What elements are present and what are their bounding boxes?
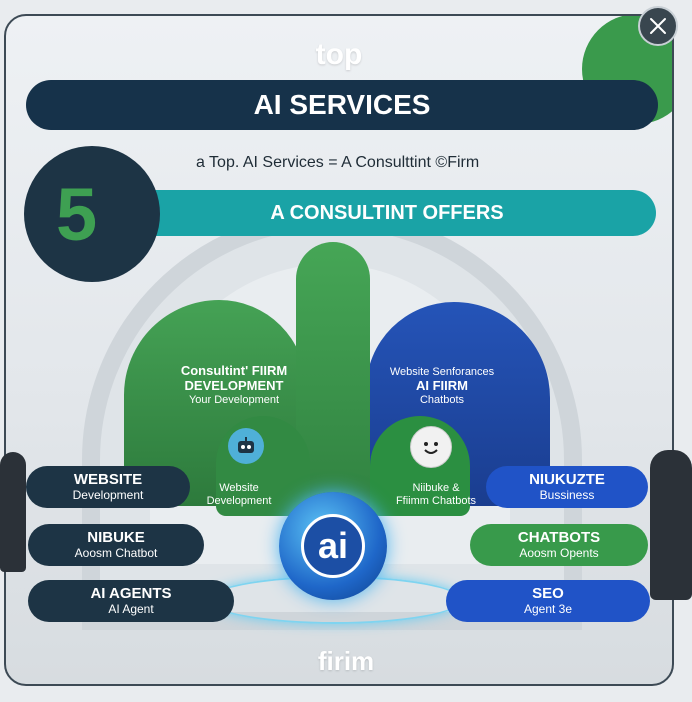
right-lobe-line3: Chatbots — [419, 393, 465, 406]
robot-icon — [228, 428, 264, 464]
pill-left-1: WEBSITE Development — [26, 466, 190, 508]
number-value: 5 — [56, 172, 98, 256]
right-lobe-line1: Website Senforances — [389, 366, 495, 378]
pill-left-3: AI AGENTS AI Agent — [28, 580, 234, 622]
inner-left-label: Website Development — [196, 482, 282, 508]
number-badge: 5 — [24, 146, 160, 282]
pill-left-2-title: NIBUKE — [87, 529, 145, 547]
title-banner: AI SERVICES — [26, 80, 658, 130]
offers-banner: A CONSULTINT OFFERS — [118, 190, 656, 236]
pill-left-3-sub: AI Agent — [108, 601, 154, 616]
top-logo: top — [315, 38, 363, 71]
subtitle: a Top. AI Services = A Consulttint ©Firm — [196, 154, 480, 171]
left-lobe-line1: Consultint' FIIRM — [180, 363, 288, 378]
close-icon — [650, 18, 666, 34]
pill-left-3-title: AI AGENTS — [90, 585, 172, 603]
left-lobe-line2: DEVELOPMENT — [184, 377, 284, 393]
ai-orb-label: ai — [301, 514, 365, 578]
pill-left-1-title: WEBSITE — [73, 471, 143, 489]
ai-orb: ai — [279, 492, 387, 600]
right-lobe-line2: AI FIIRM — [416, 377, 468, 393]
inner-right-label: Niibuke & Ffiimm Chatbots — [386, 482, 486, 508]
person-silhouette-right — [650, 450, 692, 600]
pill-right-2: CHATBOTS Aoosm Opents — [470, 524, 648, 566]
pill-left-2: NIBUKE Aoosm Chatbot — [28, 524, 204, 566]
close-button[interactable] — [638, 6, 678, 46]
pill-right-1: NIUKUZTE Bussiness — [486, 466, 648, 508]
pill-left-2-sub: Aoosm Chatbot — [74, 545, 158, 560]
right-lobe-text: Website Senforances AI FIIRM Chatbots — [376, 366, 508, 406]
pill-right-1-title: NIUKUZTE — [529, 471, 605, 489]
pill-right-3: SEO Agent 3e — [446, 580, 650, 622]
pill-right-3-title: SEO — [532, 585, 564, 603]
inner-left-lobe — [216, 416, 310, 516]
inner-left-line1: Website — [219, 482, 259, 494]
left-lobe-text: Consultint' FIIRM DEVELOPMENT Your Devel… — [160, 363, 308, 407]
pill-right-1-sub: Bussiness — [539, 487, 595, 502]
person-silhouette-left — [0, 452, 26, 572]
inner-right-line2: Ffiimm Chatbots — [395, 495, 477, 508]
inner-right-line1: Niibuke & — [412, 482, 460, 494]
pill-right-2-title: CHATBOTS — [517, 529, 601, 547]
pill-right-3-sub: Agent 3e — [523, 601, 573, 616]
pill-right-2-sub: Aoosm Opents — [519, 545, 599, 560]
left-lobe-line3: Your Development — [188, 393, 280, 406]
page-title: AI SERVICES — [253, 89, 431, 120]
pill-left-1-sub: Development — [72, 487, 144, 502]
bottom-logo: firim — [317, 646, 375, 676]
smiley-chatbot-icon — [410, 426, 452, 468]
inner-left-line2: Development — [206, 495, 272, 508]
offers-banner-label: A CONSULTINT OFFERS — [270, 201, 504, 224]
